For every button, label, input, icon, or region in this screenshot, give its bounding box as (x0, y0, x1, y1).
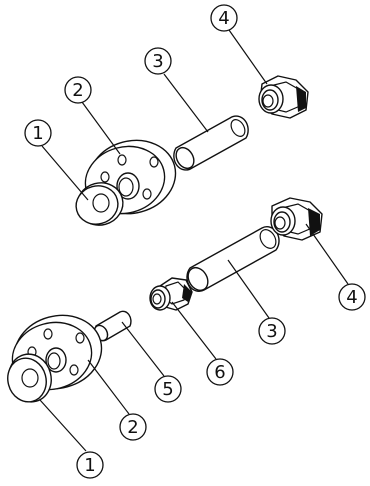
callout-label: 4 (218, 8, 229, 29)
callout-top-4: 4 (210, 4, 238, 32)
callout-label: 6 (214, 362, 225, 383)
callout-label: 1 (84, 455, 95, 476)
gasket-top (75, 182, 124, 226)
pipe-top (173, 115, 249, 171)
gasket-bottom (7, 353, 52, 403)
callout-mid-6: 6 (206, 358, 234, 386)
callout-top-3: 3 (144, 47, 172, 75)
callout-top-2: 2 (64, 76, 92, 104)
callout-bottom-1: 1 (76, 451, 104, 479)
hex-nipple (149, 277, 193, 311)
callout-top-1: 1 (24, 119, 52, 147)
callout-label: 4 (346, 287, 357, 308)
pipe-mid (186, 226, 280, 292)
callout-bottom-2: 2 (119, 413, 147, 441)
callout-label: 2 (72, 80, 83, 101)
callout-label: 3 (152, 51, 163, 72)
leader-lines (39, 29, 349, 452)
callout-label: 2 (127, 417, 138, 438)
callout-label: 5 (162, 379, 173, 400)
callout-mid-4: 4 (338, 283, 366, 311)
union-nut-top (258, 75, 309, 119)
callout-mid-5: 5 (154, 375, 182, 403)
union-nut-mid (270, 197, 323, 241)
callout-mid-3: 3 (258, 317, 286, 345)
callout-label: 1 (32, 123, 43, 144)
callout-label: 3 (266, 321, 277, 342)
